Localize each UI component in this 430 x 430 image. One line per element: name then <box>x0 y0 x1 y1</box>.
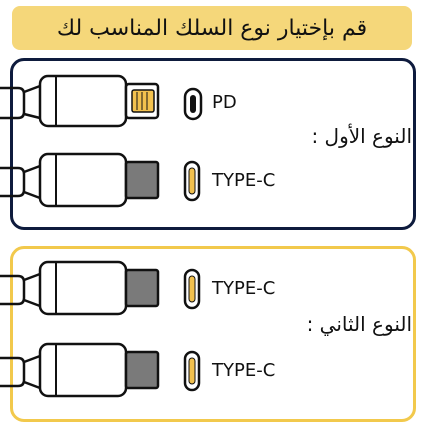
usb-c-cable <box>0 152 160 208</box>
cable-type-two-box[interactable] <box>10 246 416 422</box>
section-label-type-one: النوع الأول : <box>311 124 412 148</box>
page-title: قم بإختيار نوع السلك المناسب لك <box>56 15 368 41</box>
section-label-type-two: النوع الثاني : <box>306 312 412 336</box>
connector-label-type-c: TYPE-C <box>212 360 276 381</box>
usb-c-port-icon <box>183 160 201 202</box>
lightning-cable <box>0 74 160 128</box>
usb-c-cable <box>0 342 160 398</box>
cable-type-one-box[interactable] <box>10 58 416 230</box>
connector-label-pd: PD <box>212 92 237 113</box>
usb-c-port-icon <box>183 268 201 310</box>
connector-label-type-c: TYPE-C <box>212 278 276 299</box>
usb-c-port-icon <box>183 350 201 392</box>
usb-c-cable <box>0 260 160 316</box>
lightning-port-icon <box>183 87 203 121</box>
title-banner: قم بإختيار نوع السلك المناسب لك <box>12 6 412 50</box>
connector-label-type-c: TYPE-C <box>212 170 276 191</box>
